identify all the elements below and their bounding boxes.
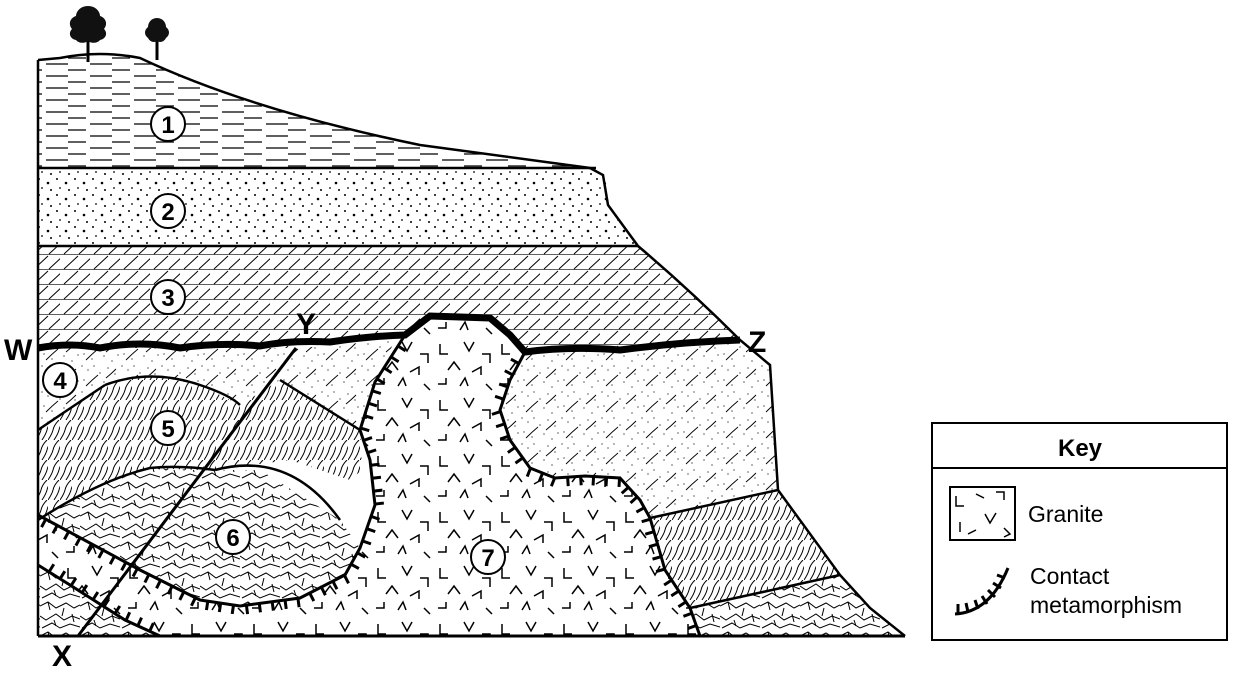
rock-layer-2 bbox=[38, 168, 638, 246]
contact-tick-mark bbox=[246, 605, 247, 614]
layer-label-4: 4 bbox=[43, 363, 77, 397]
svg-text:2: 2 bbox=[161, 199, 174, 226]
key-title: Key bbox=[1058, 435, 1103, 462]
tree-icon bbox=[145, 18, 169, 60]
contact-tick-mark bbox=[375, 503, 384, 504]
svg-text:3: 3 bbox=[161, 285, 174, 312]
contact-tick-mark bbox=[568, 477, 569, 486]
svg-text:5: 5 bbox=[161, 416, 174, 443]
contact-tick-mark bbox=[298, 598, 299, 607]
svg-text:4: 4 bbox=[53, 368, 67, 395]
layer-label-7: 7 bbox=[471, 540, 505, 574]
contact-tick-mark bbox=[206, 601, 207, 610]
layer-label-5: 5 bbox=[151, 411, 185, 445]
contact-tick-mark bbox=[581, 476, 582, 485]
contact-tick-mark bbox=[606, 477, 607, 486]
contact-tick-mark bbox=[272, 602, 273, 611]
layer-label-1: 1 bbox=[151, 107, 185, 141]
contact-tick-mark bbox=[619, 478, 620, 487]
contact-tick-mark bbox=[259, 603, 260, 612]
key-label-granite: Granite bbox=[1028, 501, 1103, 527]
contact-tick-mark bbox=[372, 477, 381, 478]
contact-tick-mark bbox=[593, 476, 594, 485]
point-label-w: W bbox=[4, 334, 33, 367]
layer-label-2: 2 bbox=[151, 194, 185, 228]
key-label-contact-metamorphism-line2: metamorphism bbox=[1030, 592, 1182, 618]
svg-text:7: 7 bbox=[481, 545, 494, 572]
svg-text:6: 6 bbox=[226, 525, 239, 552]
layer-label-3: 3 bbox=[151, 280, 185, 314]
svg-text:1: 1 bbox=[161, 112, 174, 139]
point-label-y: Y bbox=[296, 308, 316, 341]
point-label-z: Z bbox=[748, 326, 766, 359]
contact-tick-mark bbox=[371, 464, 380, 465]
layer-label-6: 6 bbox=[216, 520, 250, 554]
contact-tick-mark bbox=[285, 600, 286, 609]
rock-layer-1 bbox=[38, 54, 603, 168]
key-box: Key Granite Contact metamorphism bbox=[932, 423, 1227, 640]
contact-tick-mark bbox=[219, 603, 220, 612]
contact-tick-mark bbox=[232, 605, 233, 614]
contact-tick-mark bbox=[373, 490, 382, 491]
granite-symbol-icon bbox=[950, 487, 1015, 540]
point-label-x: X bbox=[52, 640, 72, 673]
key-label-contact-metamorphism-line1: Contact bbox=[1030, 563, 1110, 589]
